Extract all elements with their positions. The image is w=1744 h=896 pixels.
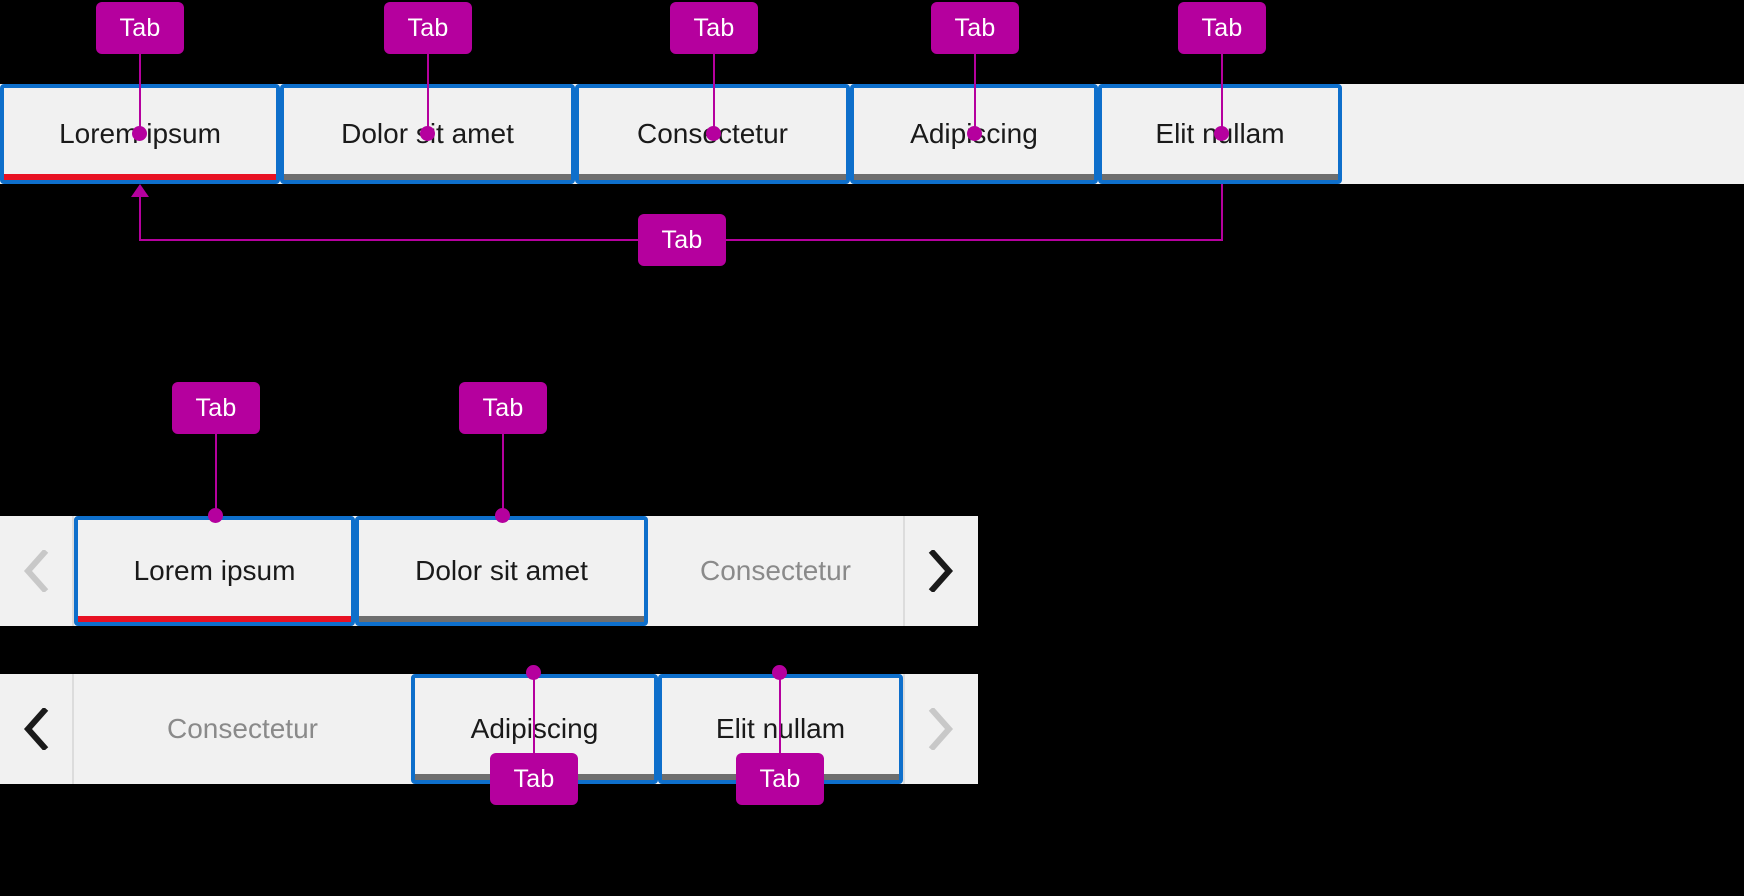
callout-anchor-dot [495, 508, 510, 523]
callout-anchor-dot [706, 126, 721, 141]
tab-inactive-underline [284, 174, 571, 180]
callout-tab-2: Tab [384, 2, 472, 54]
tab-active-underline [78, 616, 351, 622]
callout-tab-1: Tab [96, 2, 184, 54]
callout-tab-7: Tab [459, 382, 547, 434]
tab-inactive-underline [359, 616, 644, 622]
callout-label: Tab [482, 393, 524, 422]
callout-tab-3: Tab [670, 2, 758, 54]
callout-leader-line [139, 52, 141, 136]
callout-leader-line [502, 433, 504, 517]
scrollable-tab-strip-page-two: Consectetur Adipiscing Elit nullam [0, 674, 978, 784]
callout-tab-4: Tab [931, 2, 1019, 54]
callout-leader-line [974, 52, 976, 136]
callout-arrowhead [131, 184, 149, 197]
chevron-left-icon [23, 550, 49, 592]
full-tab-strip: Lorem ipsum Dolor sit amet Consectetur A… [0, 84, 1744, 184]
tab-strip-next-button[interactable] [903, 674, 977, 784]
tab-consectetur[interactable]: Consectetur [648, 516, 903, 626]
callout-leader-line [533, 672, 535, 756]
callout-leader-line [139, 196, 141, 240]
scrollable-tab-strip-page-one: Lorem ipsum Dolor sit amet Consectetur [0, 516, 978, 626]
callout-anchor-dot [772, 665, 787, 680]
callout-leader-line [1221, 52, 1223, 136]
tab-inactive-underline [579, 174, 846, 180]
callout-leader-line [713, 52, 715, 136]
callout-label: Tab [693, 13, 735, 42]
tab-consectetur[interactable]: Consectetur [74, 674, 411, 784]
callout-anchor-dot [1214, 126, 1229, 141]
tab-inactive-underline [854, 174, 1094, 180]
tab-label: Consectetur [167, 713, 318, 744]
tab-inactive-underline [1102, 174, 1338, 180]
callout-tab-9: Tab [736, 753, 824, 805]
callout-anchor-dot [967, 126, 982, 141]
callout-anchor-dot [420, 126, 435, 141]
callout-label: Tab [195, 393, 237, 422]
callout-label: Tab [759, 764, 801, 793]
tab-label: Lorem ipsum [133, 555, 296, 586]
callout-tab-6: Tab [172, 382, 260, 434]
callout-leader-line [1221, 184, 1223, 240]
tab-strip-filler [1342, 84, 1744, 184]
tab-label: Consectetur [700, 555, 851, 586]
tab-dolor-sit-amet[interactable]: Dolor sit amet [355, 516, 648, 626]
callout-tab-strip: Tab [638, 214, 726, 266]
callout-tab-8: Tab [490, 753, 578, 805]
callout-label: Tab [119, 13, 161, 42]
callout-anchor-dot [526, 665, 541, 680]
callout-label: Tab [661, 225, 703, 254]
tab-label: Dolor sit amet [415, 555, 588, 586]
callout-leader-line [215, 433, 217, 517]
tab-strip-next-button[interactable] [903, 516, 977, 626]
callout-anchor-dot [132, 126, 147, 141]
callout-label: Tab [407, 13, 449, 42]
tab-lorem-ipsum[interactable]: Lorem ipsum [74, 516, 355, 626]
callout-leader-line [779, 672, 781, 756]
callout-label: Tab [513, 764, 555, 793]
tab-active-underline [4, 174, 276, 180]
callout-label: Tab [1201, 13, 1243, 42]
callout-label: Tab [954, 13, 996, 42]
tab-strip-prev-button[interactable] [0, 516, 74, 626]
callout-anchor-dot [208, 508, 223, 523]
callout-leader-line [427, 52, 429, 136]
tab-strip-prev-button[interactable] [0, 674, 74, 784]
callout-tab-5: Tab [1178, 2, 1266, 54]
chevron-left-icon [23, 708, 49, 750]
chevron-right-icon [928, 550, 954, 592]
chevron-right-icon [928, 708, 954, 750]
